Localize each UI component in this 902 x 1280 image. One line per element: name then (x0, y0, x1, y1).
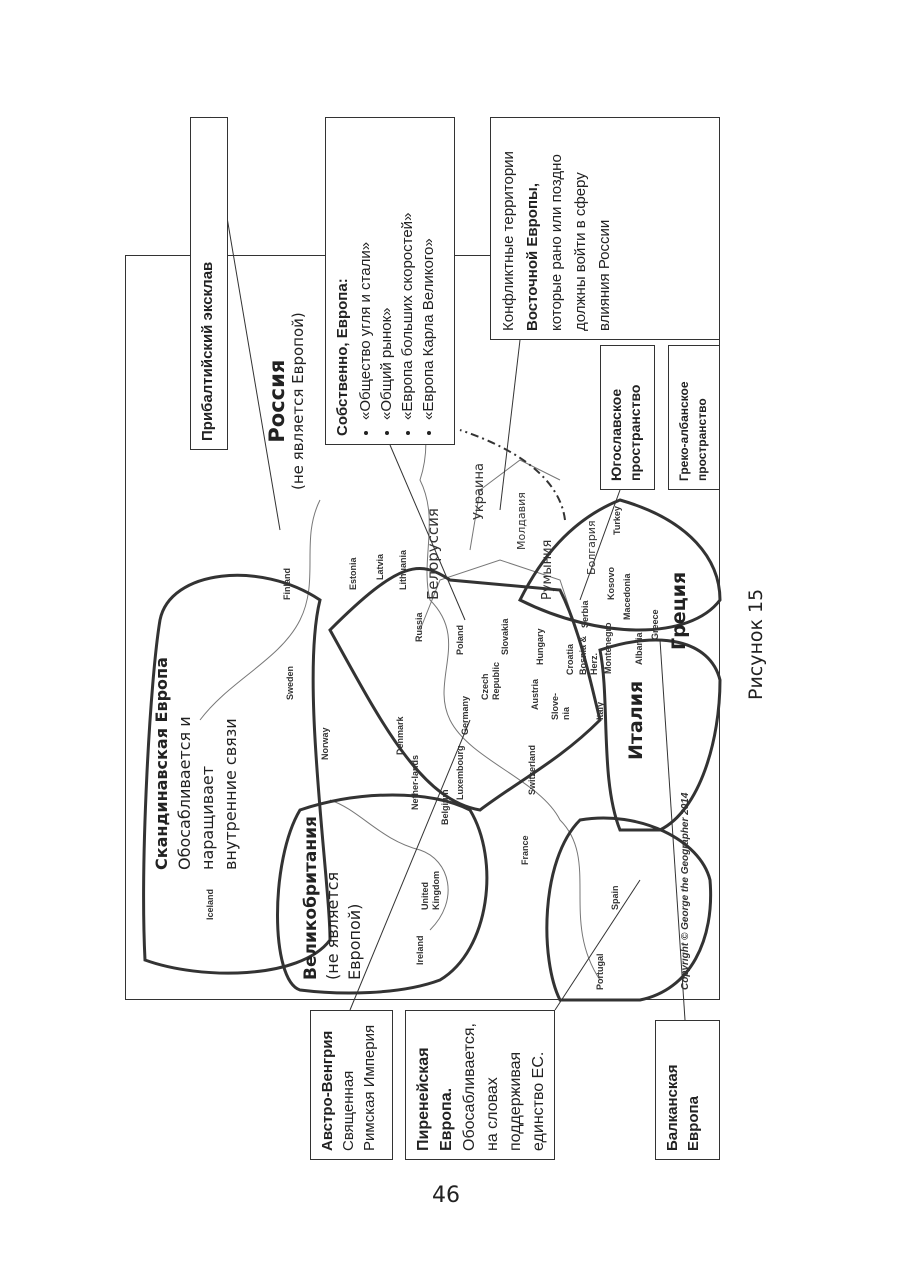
region-title: Россия (265, 359, 289, 443)
country-label: Macedonia (622, 573, 632, 620)
region-title: Великобритания (301, 816, 321, 980)
conflict-dashed-line (459, 429, 566, 521)
leader-line (389, 444, 466, 621)
country-label: Estonia (348, 557, 358, 590)
country-label: Russia (414, 612, 424, 642)
leader-line (579, 489, 621, 601)
region-text: Обосабливается и наращивает внутренние с… (175, 716, 240, 870)
country-label: France (520, 835, 530, 865)
region-ukraine: Украина (472, 463, 487, 520)
region-britain: Великобритания (не является Европой) (300, 816, 366, 980)
country-label: Germany (460, 695, 470, 735)
country-label: Nether-lands (410, 754, 420, 810)
callout-greco-albanian: Греко-албанское пространство (668, 345, 720, 490)
coastline (329, 799, 449, 931)
country-label: Turkey (612, 506, 622, 535)
region-moldova: Молдавия (515, 492, 528, 550)
country-label: Bosnia & Herz. (578, 635, 599, 675)
country-label: United Kingdom (420, 871, 441, 910)
core-europe-outline (328, 567, 602, 812)
callout-title: Собственно, Европа: (334, 278, 351, 436)
region-scandinavia: Скандинавская Европа Обосабливается и на… (150, 657, 242, 870)
country-label: Lithuania (398, 550, 408, 590)
leader-line (659, 639, 686, 1021)
region-bulgaria: Болгария (585, 520, 598, 575)
country-label: Slove-nia (550, 692, 571, 720)
list-item: «Общество угля и стали» (355, 126, 376, 420)
country-label: Croatia (565, 643, 575, 675)
region-greece: Греция (668, 571, 690, 650)
scandinavia-outline (142, 573, 332, 975)
callout-conflict: Конфликтные территории Восточной Европы,… (490, 117, 720, 340)
list-item: «Европа Карла Великого» (418, 126, 439, 420)
country-label: Sweden (285, 665, 295, 700)
page-number: 46 (432, 1183, 460, 1208)
country-label: Luxembourg (455, 745, 465, 800)
country-label: Slovakia (500, 618, 510, 655)
leader-line (554, 879, 641, 1011)
country-label: Greece (650, 609, 660, 640)
britain-outline (276, 793, 489, 995)
region-romania: Румыния (540, 539, 555, 600)
callout-text: Конфликтные территории (500, 151, 517, 331)
region-belarus: Белоруссия (424, 508, 442, 600)
callout-title: Пиренейская Европа. (415, 1047, 455, 1151)
callout-austro-hungary: Австро-Венгрия Священная Римская Империя (310, 1010, 393, 1160)
callout-text: Священная Римская Империя (340, 1024, 378, 1151)
country-label: Hungary (535, 628, 545, 665)
country-label: Norway (320, 727, 330, 760)
region-title: Скандинавская Европа (152, 657, 171, 870)
border-line (419, 559, 581, 641)
country-label: Spain (610, 885, 620, 910)
region-italy: Италия (625, 680, 647, 760)
leader-line (349, 719, 471, 1011)
country-label: Poland (455, 624, 465, 655)
callout-balkan: Балканская Европа (655, 1020, 720, 1160)
region-russia: Россия (не является Европой) (265, 312, 307, 490)
list-item: «Европа больших скоростей» (397, 126, 418, 420)
country-label: Belgium (440, 789, 450, 825)
country-label: Albania (634, 632, 644, 665)
callout-text: Обосабливается, на словах поддерживая ед… (461, 1023, 547, 1151)
country-label: Austria (530, 678, 540, 710)
country-label: Switzerland (527, 744, 537, 795)
region-text: (не является Европой) (323, 871, 364, 980)
country-label: Italy (595, 701, 605, 720)
country-label: Czech Republic (480, 661, 501, 700)
callout-title: Австро-Венгрия (319, 1030, 336, 1151)
figure-caption: Рисунок 15 (745, 588, 767, 700)
country-label: Latvia (375, 553, 385, 580)
coastline (199, 499, 321, 721)
country-label: Montenegro (603, 622, 613, 675)
callout-list: «Общество угля и стали» «Общий рынок» «Е… (355, 126, 439, 436)
copyright-notice: Copyright © George the Geographer 2014 (680, 792, 691, 990)
callout-yugoslav: Югославское пространство (600, 345, 655, 490)
country-label: Portugal (595, 953, 605, 990)
region-text: (не является Европой) (289, 312, 307, 490)
callout-baltic: Прибалтийский эксклав (190, 117, 228, 450)
callout-iberian: Пиренейская Европа. Обосабливается, на с… (405, 1010, 555, 1160)
italy-outline (598, 638, 722, 832)
greece-outline (517, 498, 722, 632)
callout-bold: Восточной Европы, (524, 183, 541, 331)
country-label: Ireland (415, 935, 425, 965)
country-label: Denmark (395, 716, 405, 755)
list-item: «Общий рынок» (376, 126, 397, 420)
country-label: Iceland (205, 888, 215, 920)
border-line (469, 459, 561, 551)
country-label: Kosovo (606, 566, 616, 600)
leader-line (499, 339, 521, 511)
country-label: Serbia (580, 600, 590, 628)
country-label: Finland (282, 568, 292, 600)
callout-text: которые рано или поздно должны войти в с… (548, 154, 613, 331)
callout-core-europe: Собственно, Европа: «Общество угля и ста… (325, 117, 455, 445)
